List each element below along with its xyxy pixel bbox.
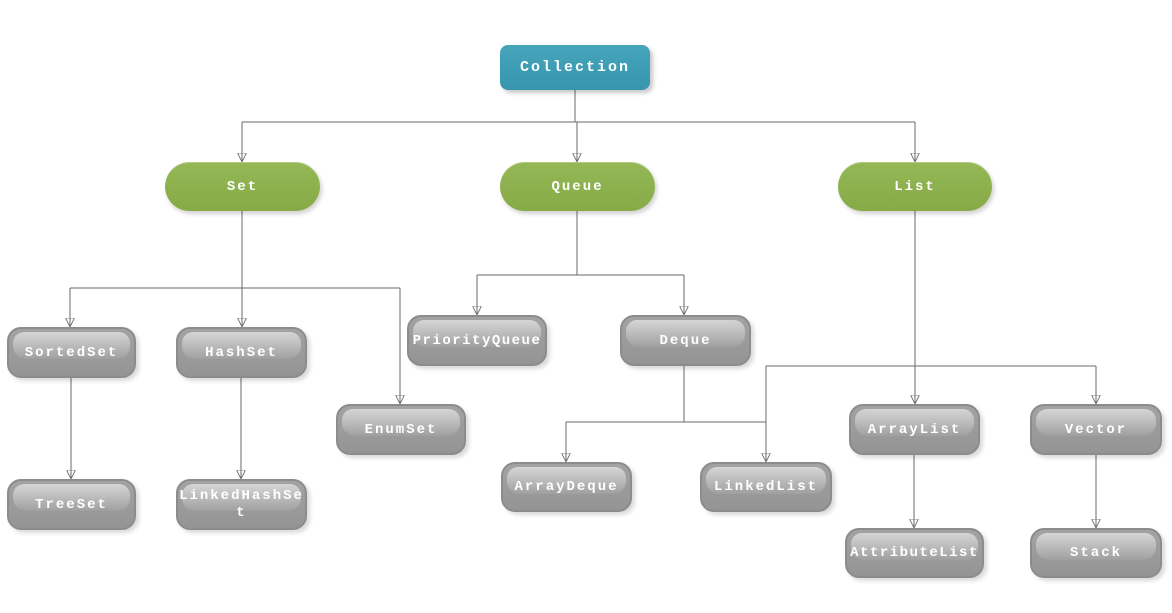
node-deque-label: Deque [659, 332, 712, 349]
node-hashset-label: HashSet [205, 344, 278, 361]
node-arraylist: ArrayList [849, 404, 980, 455]
node-stack-label: Stack [1069, 545, 1122, 561]
node-set-label: Set [226, 178, 259, 195]
node-linkedlist: LinkedList [700, 462, 832, 512]
node-vector: Vector [1030, 404, 1162, 455]
node-arraydeque: ArrayDeque [501, 462, 632, 512]
node-treeset-label: TreeSet [35, 496, 108, 513]
node-arraydeque-label: ArrayDeque [514, 479, 619, 495]
node-queue-label: Queue [551, 178, 604, 195]
node-set: Set [165, 162, 320, 211]
node-collection: Collection [500, 45, 650, 90]
node-sortedset: SortedSet [7, 327, 136, 378]
node-enumset-label: EnumSet [364, 421, 438, 438]
node-stack: Stack [1030, 528, 1162, 578]
node-priorityqueue-label: PriorityQueue [412, 332, 542, 349]
node-attributelist: AttributeList [845, 528, 984, 578]
node-arraylist-label: ArrayList [867, 421, 962, 438]
node-attributelist-label: AttributeList [850, 545, 979, 561]
node-queue: Queue [500, 162, 655, 211]
node-priorityqueue: PriorityQueue [407, 315, 547, 366]
node-enumset: EnumSet [336, 404, 466, 455]
node-linkedhashset-label: LinkedHashSet [179, 488, 304, 521]
node-treeset: TreeSet [7, 479, 136, 530]
node-linkedhashset: LinkedHashSet [176, 479, 307, 530]
node-linkedlist-label: LinkedList [713, 479, 818, 495]
node-list: List [838, 162, 992, 211]
node-deque: Deque [620, 315, 751, 366]
node-list-label: List [894, 178, 936, 195]
node-vector-label: Vector [1064, 421, 1128, 438]
node-hashset: HashSet [176, 327, 307, 378]
node-sortedset-label: SortedSet [24, 344, 119, 361]
node-collection-label: Collection [519, 59, 630, 76]
